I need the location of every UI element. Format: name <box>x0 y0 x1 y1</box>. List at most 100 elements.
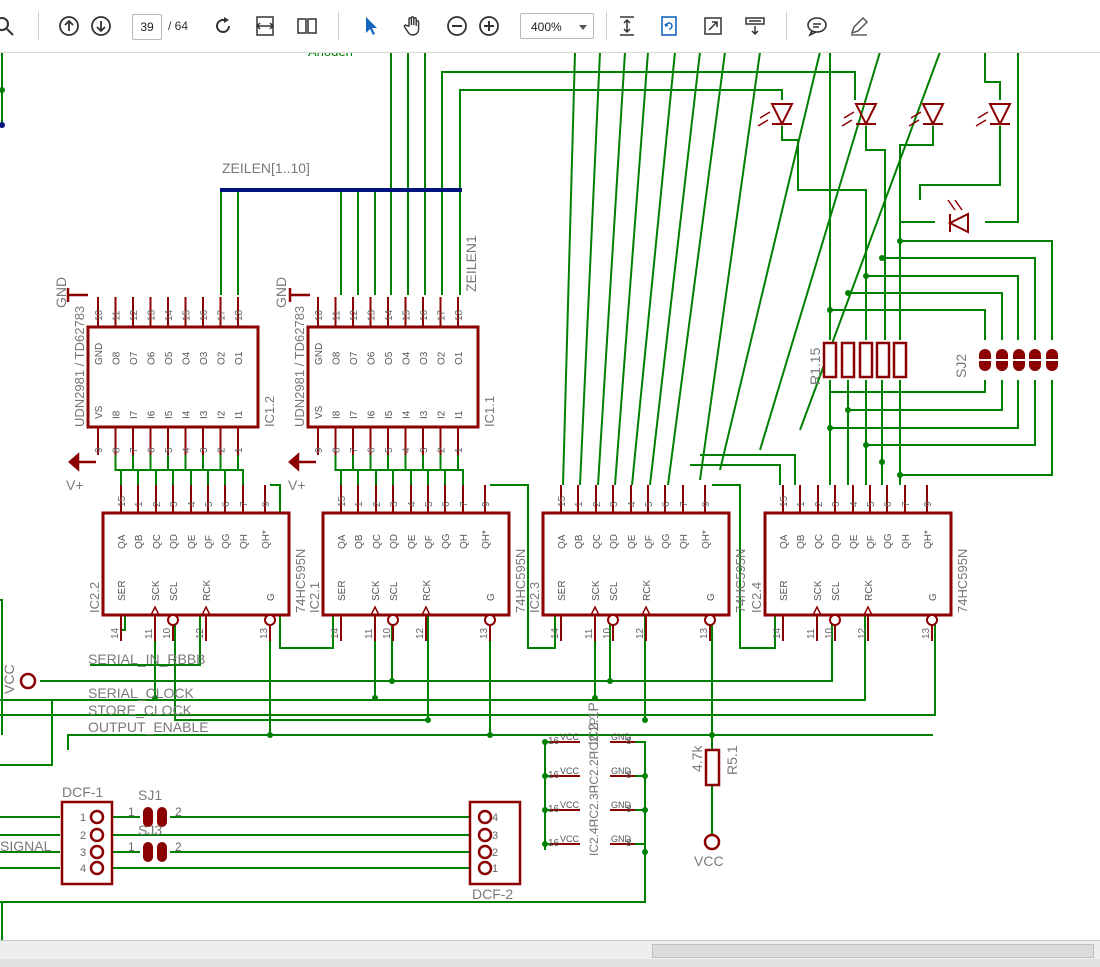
pin-name: QH* <box>701 530 712 549</box>
pin-name: I3 <box>199 410 210 419</box>
pin-number: 2 <box>814 501 825 507</box>
rotate-icon[interactable] <box>208 10 238 42</box>
pin-name: QH <box>459 534 470 549</box>
pin-number: 5 <box>644 501 655 507</box>
pin-number: 15 <box>117 495 128 507</box>
dcf2-pin: 2 <box>492 847 498 859</box>
zoom-in-icon[interactable] <box>474 10 504 42</box>
pin-number: 14 <box>110 627 121 639</box>
pin-number: 7 <box>239 501 250 507</box>
pwr-vcc-label: VCC <box>560 800 580 810</box>
pin-number: 10 <box>602 627 613 639</box>
pin-number: 9 <box>261 501 272 507</box>
pin-number: 14 <box>772 627 783 639</box>
pin-name: QF <box>866 535 877 549</box>
pin-number: 2 <box>152 501 163 507</box>
led-2 <box>841 103 878 127</box>
pin-number: 5 <box>866 501 877 507</box>
pin-number: 6 <box>367 447 378 453</box>
hc-chip-ic2-4: 15QA1QB2QC3QD4QE5QF6QG7QH9QH*SER14SCK11S… <box>749 485 970 641</box>
pin-name: QC <box>152 534 163 549</box>
two-page-icon[interactable] <box>292 10 322 42</box>
pwr-vcc-label: VCC <box>560 834 580 844</box>
pin-number: 12 <box>129 309 140 321</box>
pwr-vcc-label: VCC <box>560 732 580 742</box>
pin-name: QE <box>849 534 860 549</box>
pin-name: O6 <box>147 351 158 365</box>
vcc-terminal-right <box>703 833 721 851</box>
pin-number: 10 <box>824 627 835 639</box>
pin-name: QB <box>574 534 585 549</box>
toolbar-icon[interactable] <box>740 10 770 42</box>
pwr-gnd-label: GND <box>611 766 632 776</box>
pin-number: 7 <box>901 501 912 507</box>
pin-number: 6 <box>661 501 672 507</box>
pin-number: 12 <box>349 309 360 321</box>
pin-name: G <box>266 593 277 601</box>
pin-name: QC <box>814 534 825 549</box>
pin-name: QA <box>779 534 790 549</box>
page-fit-icon[interactable] <box>612 10 642 42</box>
pin-number: 3 <box>169 501 180 507</box>
dcf2-pin: 3 <box>492 830 498 842</box>
chip-type-label: 74HC595N <box>733 549 748 613</box>
zoom-select[interactable]: 400% <box>520 13 594 39</box>
chevron-down-icon <box>579 25 587 30</box>
pin-name: QH <box>901 534 912 549</box>
pin-number: 5 <box>424 501 435 507</box>
hand-tool-icon[interactable] <box>398 10 428 42</box>
junction-dots <box>0 87 903 871</box>
pin-name: O4 <box>402 351 413 365</box>
pin-name: G <box>928 593 939 601</box>
page-down-icon[interactable] <box>86 10 116 42</box>
led-4 <box>975 103 1012 127</box>
pin-number: 18 <box>454 309 465 321</box>
pin-number: 5 <box>164 447 175 453</box>
pin-name: SCL <box>169 581 180 601</box>
full-screen-icon[interactable] <box>698 10 728 42</box>
pdf-toolbar: 39 / 64 400% <box>0 0 1100 53</box>
label-dcf2: DCF-2 <box>472 886 513 902</box>
pin-number: 4 <box>849 501 860 507</box>
pin-number: 4 <box>627 501 638 507</box>
pin-name: RCK <box>642 580 653 601</box>
pwr-ref-label: IC2.2P <box>587 751 601 788</box>
pin-name: I4 <box>402 410 413 419</box>
pin-number: 17 <box>217 309 228 321</box>
pin-number: 12 <box>857 627 868 639</box>
pin-name: I6 <box>367 410 378 419</box>
page-up-icon[interactable] <box>54 10 84 42</box>
select-arrow-icon[interactable] <box>356 10 386 42</box>
label-vplus-2: V+ <box>288 477 306 493</box>
pin-name: QA <box>117 534 128 549</box>
pin-number: 11 <box>144 628 155 639</box>
pin-number: 14 <box>384 309 395 321</box>
pin-name: QG <box>441 533 452 549</box>
pin-name: I7 <box>349 410 360 419</box>
pin-number: 5 <box>204 501 215 507</box>
pwr-pin-16: 16 <box>548 736 560 747</box>
zoom-out-icon[interactable] <box>442 10 472 42</box>
rotate-page-icon[interactable] <box>654 10 684 42</box>
jumper-pin: 2 <box>175 840 182 854</box>
wires <box>0 51 1053 940</box>
search-icon[interactable] <box>0 10 20 42</box>
pin-name: QB <box>134 534 145 549</box>
horizontal-scrollbar[interactable] <box>0 940 1100 967</box>
comment-icon[interactable] <box>802 10 832 42</box>
fit-width-icon[interactable] <box>250 10 280 42</box>
jumper-pin: 1 <box>128 805 135 819</box>
pin-name: O1 <box>234 351 245 365</box>
pin-number: 3 <box>831 501 842 507</box>
pin-number: 9 <box>481 501 492 507</box>
pin-name: I5 <box>164 410 175 419</box>
pwr-pin-16: 16 <box>548 804 560 815</box>
scrollbar-thumb[interactable] <box>652 944 1094 958</box>
pin-name: SCK <box>591 580 602 601</box>
dcf1-pin: 4 <box>80 863 86 875</box>
label-output-enable: OUTPUT_ENABLE <box>88 719 209 735</box>
dcf1-pin: 1 <box>80 812 86 824</box>
highlight-pen-icon[interactable] <box>844 10 874 42</box>
pin-name: O5 <box>384 351 395 365</box>
page-number-input[interactable]: 39 <box>132 14 162 40</box>
